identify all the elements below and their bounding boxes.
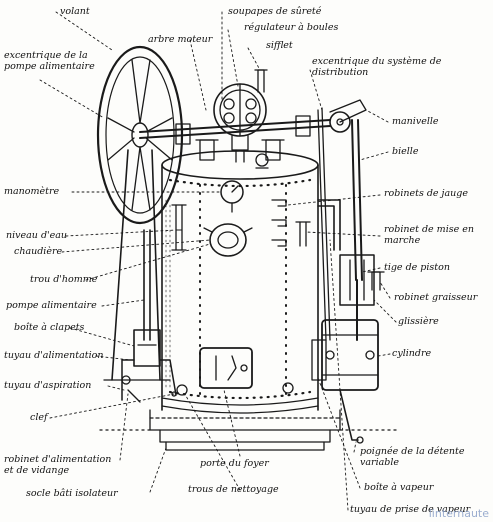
lubricator-graisseur bbox=[367, 271, 385, 291]
firebox-door bbox=[199, 347, 253, 389]
label-socle: socle bâti isolateur bbox=[26, 488, 118, 499]
label-clef: clef bbox=[30, 412, 48, 423]
feed-pipes bbox=[121, 359, 177, 403]
eccentric-rods bbox=[317, 107, 331, 341]
label-robinet-alimentation: robinet d'alimentation et de vidange bbox=[4, 454, 112, 476]
leader-lines bbox=[39, 11, 397, 511]
label-glissiere: glissière bbox=[398, 316, 439, 327]
label-pompe-alimentaire: pompe alimentaire bbox=[6, 300, 97, 311]
start-valve bbox=[295, 221, 311, 247]
feed-pump bbox=[133, 229, 161, 367]
boiler-chaudiere bbox=[161, 150, 319, 414]
label-robinet-graisseur: robinet graisseur bbox=[394, 292, 478, 303]
connecting-rod-bielle bbox=[351, 119, 363, 281]
label-boite-vapeur: boîte à vapeur bbox=[364, 482, 434, 493]
label-excentrique-distribution: excentrique du système de distribution bbox=[312, 56, 442, 78]
label-poignee-detente: poignée de la détente variable bbox=[360, 446, 465, 468]
manhole-trou-homme bbox=[203, 223, 253, 257]
water-level-gauge bbox=[171, 204, 187, 251]
label-sifflet: sifflet bbox=[266, 40, 293, 51]
safety-valves bbox=[195, 139, 285, 169]
label-manivelle: manivelle bbox=[392, 116, 439, 127]
label-boite-clapets: boîte à clapets bbox=[14, 322, 85, 333]
gauge-cocks bbox=[271, 199, 287, 247]
label-bielle: bielle bbox=[392, 146, 419, 157]
base-socle bbox=[99, 409, 401, 451]
label-chaudiere: chaudière bbox=[14, 246, 63, 257]
piston-rod-glissiere bbox=[339, 254, 375, 341]
label-cylindre: cylindre bbox=[392, 348, 432, 359]
label-regulateur: régulateur à boules bbox=[244, 22, 339, 33]
variable-cutoff-handle bbox=[339, 389, 364, 444]
manometer bbox=[220, 180, 244, 213]
label-tuyau-prise-vapeur: tuyau de prise de vapeur bbox=[350, 504, 471, 515]
regulator-governor bbox=[213, 83, 267, 163]
label-trous-nettoyage: trous de nettoyage bbox=[188, 484, 279, 495]
label-excentrique-pompe: excentrique de la pompe alimentaire bbox=[4, 50, 95, 72]
whistle-sifflet bbox=[254, 69, 268, 93]
label-tuyau-aspiration: tuyau d'aspiration bbox=[4, 380, 92, 391]
label-robinets-jauge: robinets de jauge bbox=[384, 188, 468, 199]
label-trou-homme: trou d'homme bbox=[30, 274, 98, 285]
crankshaft-arbre-moteur bbox=[139, 115, 331, 145]
watermark: linternaute bbox=[428, 507, 489, 520]
label-tuyau-alimentation: tuyau d'alimentation bbox=[4, 350, 104, 361]
label-porte-foyer: porte du foyer bbox=[200, 458, 269, 469]
label-soupapes: soupapes de sûreté bbox=[228, 6, 322, 17]
crank-manivelle bbox=[329, 99, 367, 133]
steam-intake-pipe bbox=[317, 199, 341, 251]
label-volant: volant bbox=[60, 6, 90, 17]
label-niveau-eau: niveau d'eau bbox=[6, 230, 68, 241]
label-arbre-moteur: arbre moteur bbox=[148, 34, 213, 45]
label-manometre: manomètre bbox=[4, 186, 60, 197]
label-robinet-mise-marche: robinet de mise en marche bbox=[384, 224, 474, 246]
cylinder bbox=[311, 319, 379, 391]
label-tige-piston: tige de piston bbox=[384, 262, 450, 273]
cleaning-holes bbox=[171, 382, 294, 397]
